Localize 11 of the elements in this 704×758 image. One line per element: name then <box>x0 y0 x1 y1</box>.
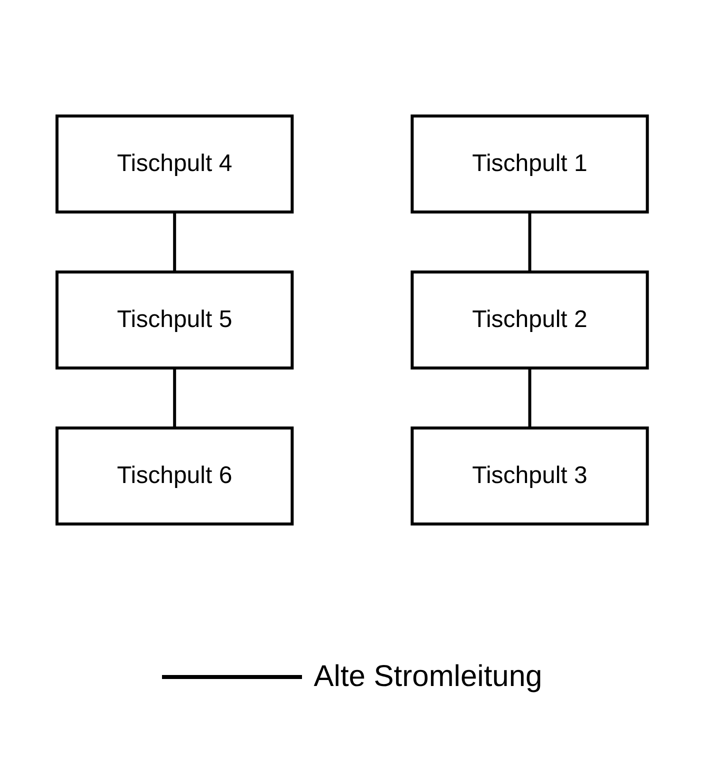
node-box: Tischpult 2 <box>410 270 649 370</box>
connector <box>172 210 176 274</box>
legend-text: Alte Stromleitung <box>314 660 542 694</box>
node-box: Tischpult 6 <box>55 426 294 526</box>
connector <box>528 366 532 430</box>
node-box: Tischpult 5 <box>55 270 294 370</box>
connector <box>528 210 532 274</box>
connector <box>172 366 176 430</box>
node-box: Tischpult 1 <box>410 114 649 214</box>
node-box: Tischpult 4 <box>55 114 294 214</box>
node-box: Tischpult 3 <box>410 426 649 526</box>
